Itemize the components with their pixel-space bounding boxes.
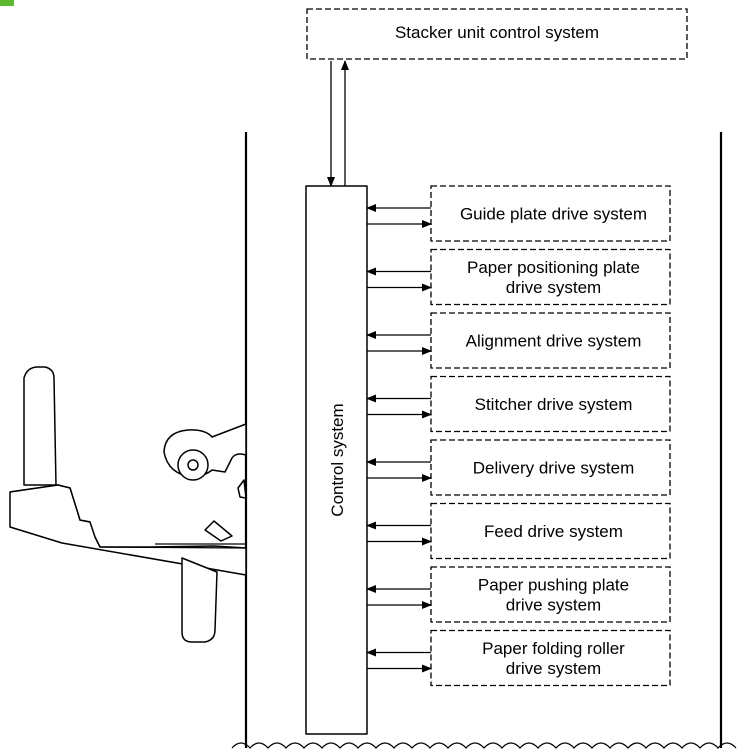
stacker-unit-control-system-label: Stacker unit control system bbox=[395, 23, 599, 42]
drive-label-paper-positioning-plate-drive-system-line-1: Paper positioning plate bbox=[467, 258, 640, 277]
drive-label-paper-pushing-plate-drive-system-line-2: drive system bbox=[506, 596, 601, 615]
control-system-label: Control system bbox=[328, 403, 347, 516]
drive-label-stitcher-drive-system: Stitcher drive system bbox=[475, 395, 633, 414]
drive-label-paper-folding-roller-drive-system-line-1: Paper folding roller bbox=[482, 639, 625, 658]
drive-label-alignment-drive-system: Alignment drive system bbox=[466, 332, 642, 351]
drive-box-alignment-drive-system: Alignment drive system bbox=[366, 312, 671, 369]
title-fragment bbox=[0, 0, 14, 6]
stacker-tray-illustration bbox=[9, 366, 247, 643]
drive-label-delivery-drive-system: Delivery drive system bbox=[473, 459, 635, 478]
drive-label-paper-folding-roller-drive-system-line-2: drive system bbox=[506, 659, 601, 678]
stacker-unit-control-system-box: Stacker unit control system bbox=[306, 8, 688, 60]
control-system-box: Control system bbox=[305, 185, 368, 735]
drive-box-stitcher-drive-system: Stitcher drive system bbox=[366, 375, 671, 433]
wavy-break-line bbox=[231, 742, 737, 749]
drive-box-delivery-drive-system: Delivery drive system bbox=[366, 439, 671, 496]
drive-label-paper-positioning-plate-drive-system-line-2: drive system bbox=[506, 278, 601, 297]
drive-label-paper-pushing-plate-drive-system-line-1: Paper pushing plate bbox=[478, 576, 629, 595]
drive-box-guide-plate-drive-system: Guide plate drive system bbox=[366, 185, 671, 242]
drive-box-feed-drive-system: Feed drive system bbox=[366, 502, 671, 560]
drive-label-guide-plate-drive-system: Guide plate drive system bbox=[460, 205, 647, 224]
drive-label-feed-drive-system: Feed drive system bbox=[484, 522, 623, 541]
